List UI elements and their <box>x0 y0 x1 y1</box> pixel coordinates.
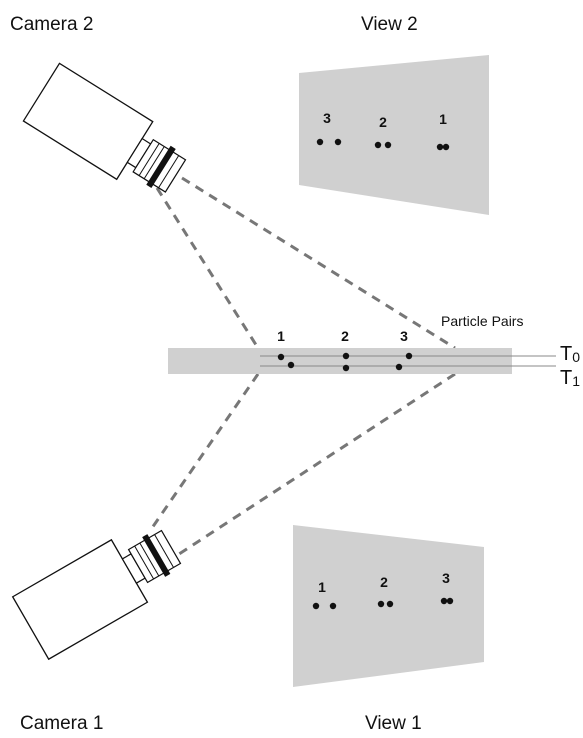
particle-dot <box>386 600 394 608</box>
view1-marker-1: 1 <box>318 579 326 595</box>
camera2-lens-ridge <box>138 143 160 176</box>
particle-dot <box>405 352 413 360</box>
particle-dot <box>436 143 444 151</box>
particle-dot <box>377 600 385 608</box>
camera1-sight-lines <box>150 372 456 558</box>
particle-dot <box>334 138 342 146</box>
sheet-marker-1: 1 <box>277 328 285 344</box>
camera2-sight-lines <box>155 176 456 350</box>
particle-dot <box>316 138 324 146</box>
view2-image-plane <box>299 55 489 215</box>
view2-panel: 3 2 1 <box>299 55 489 215</box>
view2-particles <box>316 138 450 151</box>
particle-pairs-label: Particle Pairs <box>441 313 523 329</box>
particle-dot <box>342 352 350 360</box>
view2-marker-3: 3 <box>323 110 331 126</box>
particle-dot <box>442 143 450 151</box>
camera1-lens-ridge <box>134 545 155 580</box>
particle-dot <box>440 597 448 605</box>
view1-particles <box>312 597 454 610</box>
camera2 <box>22 62 187 193</box>
t1-label: T1 <box>560 367 580 389</box>
camera1-label: Camera 1 <box>20 713 103 734</box>
camera1-sight-line-left <box>150 373 260 529</box>
view2-marker-1: 1 <box>439 111 447 127</box>
light-sheet: 1 2 3 T0 T1 <box>168 328 580 389</box>
particle-dot <box>312 602 320 610</box>
camera2-lens-ridge <box>143 146 165 180</box>
view1-marker-3: 3 <box>442 570 450 586</box>
camera2-sight-line-right <box>181 176 456 350</box>
t1-letter: T <box>560 367 572 389</box>
camera2-sight-line-left <box>155 187 260 349</box>
camera2-label: Camera 2 <box>10 14 93 35</box>
view2-marker-2: 2 <box>379 114 387 130</box>
camera1-sight-line-right <box>175 372 456 558</box>
particle-dot <box>342 364 350 372</box>
particle-dot <box>446 597 454 605</box>
particle-dot <box>277 353 285 361</box>
particle-dot <box>384 141 392 149</box>
camera1-lens-ring <box>142 534 171 577</box>
t0-label: T0 <box>560 343 580 365</box>
view1-marker-2: 2 <box>380 574 388 590</box>
camera2-lens-ring <box>146 145 176 188</box>
view2-label: View 2 <box>361 14 418 35</box>
camera1 <box>11 529 182 661</box>
view1-label: View 1 <box>365 713 422 734</box>
camera1-lens-ridge <box>154 534 174 568</box>
particle-dot <box>395 363 403 371</box>
sheet-marker-2: 2 <box>341 328 349 344</box>
t0-subscript: 0 <box>572 349 580 365</box>
particle-dot <box>287 361 295 369</box>
t1-subscript: 1 <box>572 373 580 389</box>
particle-dot <box>374 141 382 149</box>
view1-panel: 1 2 3 <box>293 525 484 687</box>
light-sheet-band <box>168 348 512 374</box>
particle-dot <box>329 602 337 610</box>
sheet-particles <box>277 352 413 372</box>
t0-letter: T <box>560 343 572 365</box>
sheet-marker-3: 3 <box>400 328 408 344</box>
camera2-lens-ridge <box>158 155 180 189</box>
camera1-lens-ridge <box>139 542 160 577</box>
